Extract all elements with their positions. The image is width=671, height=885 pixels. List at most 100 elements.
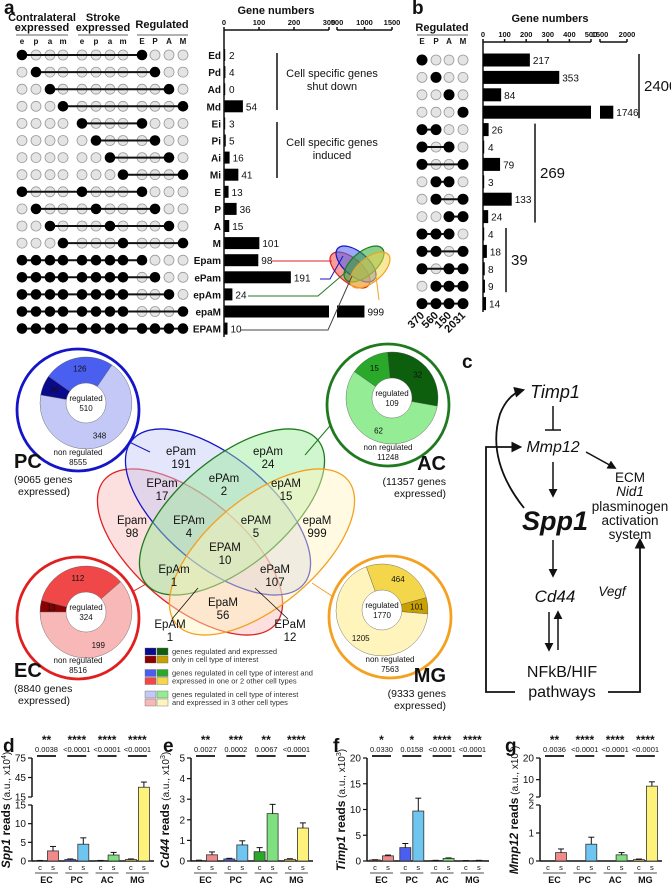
expressed-count: (9333 genes — [388, 688, 446, 700]
p-value: 0.0027 — [194, 745, 217, 754]
empty-dot — [57, 169, 69, 181]
y-label-close: ) — [337, 749, 348, 752]
expressed-count: expressed) — [394, 488, 446, 500]
panel-label-e: e — [163, 736, 174, 757]
category-label: PC — [406, 875, 419, 885]
p-value: 0.0038 — [35, 745, 58, 754]
regulated-label: regulated — [69, 603, 102, 612]
y-tick-label: 2 — [528, 801, 534, 812]
bar — [224, 237, 260, 250]
venn-region-value: 5 — [253, 528, 259, 540]
condition-label: c — [227, 863, 231, 872]
expressed-count: expressed) — [18, 486, 70, 498]
filled-dot — [90, 272, 102, 283]
bar — [224, 168, 239, 181]
venn-region-value: 4 — [186, 528, 193, 540]
filled-dot — [44, 323, 56, 334]
filled-dot — [57, 306, 69, 317]
regulated-label: regulated — [365, 601, 398, 610]
empty-dot — [16, 83, 28, 95]
filled-dot — [163, 220, 175, 232]
bar-s — [585, 843, 598, 862]
legend-text: genes regulated in cell type of interest… — [172, 669, 313, 678]
filled-dot — [76, 186, 88, 198]
empty-dot — [30, 83, 42, 95]
empty-dot — [177, 288, 189, 300]
p-value: 0.0330 — [370, 745, 393, 754]
empty-dot — [430, 89, 442, 101]
bar — [224, 202, 237, 215]
donut-slice-value: 199 — [92, 641, 106, 650]
condition-label: c — [129, 863, 133, 872]
empty-dot — [457, 124, 469, 136]
filled-dot — [76, 272, 88, 283]
category-label: AC — [609, 875, 622, 885]
filled-dot — [117, 169, 129, 180]
regulated-label: regulated — [375, 389, 408, 398]
donut-slice — [335, 566, 429, 657]
column-letter: e — [80, 37, 85, 46]
significance-stars: ** — [201, 733, 211, 747]
bar-value: 4 — [488, 230, 494, 241]
bar-s — [77, 843, 90, 862]
category-label: AC — [101, 875, 114, 885]
bar — [483, 105, 591, 119]
filled-dot — [430, 193, 442, 205]
mini-venn-ellipse — [349, 251, 391, 289]
empty-dot — [30, 152, 42, 164]
y-label-text: reads — [158, 803, 172, 839]
tick-label: 1500 — [384, 18, 401, 27]
venn-region-label: epAM — [271, 478, 301, 490]
bar-value: 101 — [262, 239, 279, 250]
bar — [224, 271, 291, 284]
cell-type-label: PC — [14, 451, 42, 473]
bar-value: 98 — [261, 256, 273, 267]
filled-dot — [44, 272, 56, 283]
y-tick-label: 5 — [20, 838, 26, 849]
bar-c — [253, 851, 266, 862]
column-letter: P — [433, 37, 439, 46]
axis-title: Gene numbers — [237, 5, 314, 17]
bar-value: 16 — [233, 154, 245, 165]
empty-dot — [177, 118, 189, 129]
empty-dot — [177, 271, 189, 283]
empty-dot — [104, 169, 116, 181]
donut-slice-value: 62 — [374, 426, 383, 435]
venn-region-label: ePAm — [209, 473, 239, 485]
empty-dot — [30, 237, 42, 249]
regulated-count: 510 — [79, 404, 93, 413]
empty-dot — [416, 211, 428, 223]
legend-swatch — [156, 669, 169, 677]
condition-label: c — [288, 863, 292, 872]
bar — [224, 288, 233, 301]
header-contralateral-sub: expressed — [15, 22, 69, 34]
filled-dot — [117, 237, 129, 249]
condition-label: s — [142, 863, 146, 872]
empty-dot — [44, 237, 56, 249]
venn-region-value: 98 — [126, 528, 139, 540]
node-nfkb-sub: pathways — [528, 684, 596, 701]
venn-region-value: 56 — [217, 610, 230, 622]
category-label: MG — [130, 875, 145, 885]
tick-label: 1500 — [592, 30, 609, 39]
bar — [224, 254, 259, 267]
non-regulated-label: non regulated — [54, 656, 103, 665]
expressed-count: expressed) — [394, 700, 446, 712]
expressed-count: (8840 genes — [14, 683, 72, 695]
annotation: induced — [313, 150, 352, 162]
bar-s — [382, 855, 394, 862]
empty-dot — [457, 141, 469, 153]
category-label: PC — [71, 875, 84, 885]
legend-swatch — [156, 677, 169, 685]
p-value: <0.0001 — [571, 745, 598, 754]
bar-value: 3 — [488, 178, 494, 189]
bar-label: Pd — [208, 68, 221, 79]
filled-dot — [416, 298, 428, 310]
bar-s — [266, 813, 279, 862]
condition-label: c — [546, 863, 550, 872]
filled-dot — [57, 272, 69, 283]
bar-s — [137, 786, 150, 862]
empty-dot — [16, 135, 28, 146]
